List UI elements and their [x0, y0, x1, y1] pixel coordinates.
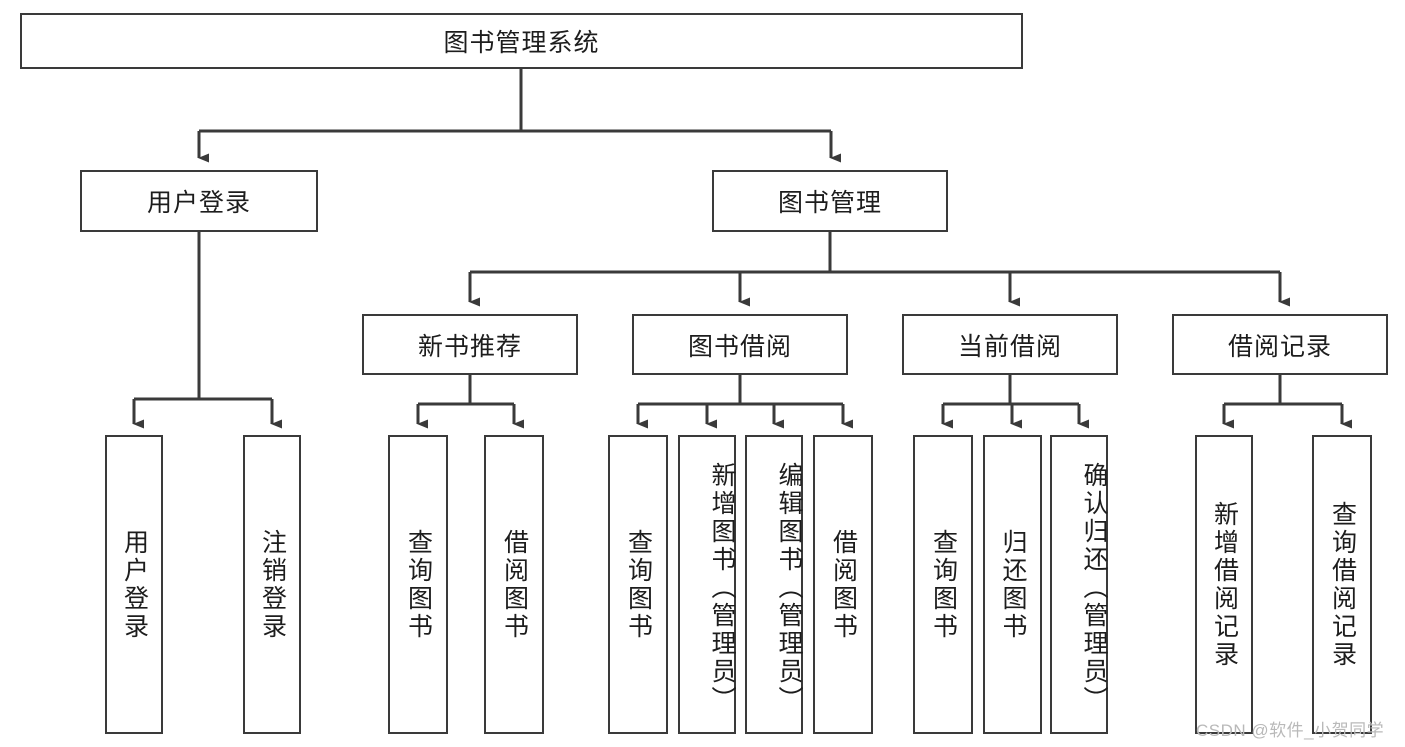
node-leaf-confirm-return-label: 确认归还（管理员）	[1080, 461, 1108, 714]
node-leaf-borrow-book-2[interactable]: 借阅图书	[813, 435, 873, 734]
node-book-manage-label: 图书管理	[777, 189, 882, 217]
node-user-login-label: 用户登录	[146, 189, 251, 217]
node-leaf-edit-book[interactable]: 编辑图书（管理员）	[745, 435, 803, 734]
node-leaf-query-book-2[interactable]: 查询图书	[608, 435, 668, 734]
node-borrow-record[interactable]: 借阅记录	[1172, 314, 1388, 375]
node-leaf-query-book-2-label: 查询图书	[624, 528, 653, 641]
node-book-manage[interactable]: 图书管理	[712, 170, 948, 232]
node-book-borrow[interactable]: 图书借阅	[632, 314, 848, 375]
node-leaf-add-record[interactable]: 新增借阅记录	[1195, 435, 1253, 734]
node-book-borrow-label: 图书借阅	[687, 332, 792, 361]
node-leaf-query-record[interactable]: 查询借阅记录	[1312, 435, 1372, 734]
node-leaf-query-book-1[interactable]: 查询图书	[388, 435, 448, 734]
node-leaf-return-book-label: 归还图书	[999, 528, 1027, 641]
node-leaf-query-record-label: 查询借阅记录	[1328, 500, 1357, 669]
node-leaf-query-book-3-label: 查询图书	[929, 528, 958, 641]
node-leaf-user-logout[interactable]: 注销登录	[243, 435, 301, 734]
node-root[interactable]: 图书管理系统	[20, 13, 1023, 69]
node-leaf-edit-book-label: 编辑图书（管理员）	[775, 461, 803, 714]
node-leaf-confirm-return[interactable]: 确认归还（管理员）	[1050, 435, 1108, 734]
node-current-borrow-label: 当前借阅	[957, 332, 1062, 361]
node-root-label: 图书管理系统	[443, 29, 600, 57]
node-leaf-borrow-book-1-label: 借阅图书	[500, 528, 529, 641]
node-leaf-return-book[interactable]: 归还图书	[983, 435, 1042, 734]
node-leaf-add-book-label: 新增图书（管理员）	[708, 461, 736, 714]
node-leaf-borrow-book-1[interactable]: 借阅图书	[484, 435, 544, 734]
node-leaf-query-book-3[interactable]: 查询图书	[913, 435, 973, 734]
node-leaf-user-login[interactable]: 用户登录	[105, 435, 163, 734]
node-current-borrow[interactable]: 当前借阅	[902, 314, 1118, 375]
node-borrow-record-label: 借阅记录	[1227, 332, 1332, 361]
node-new-book-recommend-label: 新书推荐	[417, 332, 522, 361]
node-leaf-user-logout-label: 注销登录	[258, 528, 287, 641]
watermark-text: CSDN @软件_小贺同学	[1196, 721, 1385, 740]
node-leaf-borrow-book-2-label: 借阅图书	[829, 528, 858, 641]
node-user-login[interactable]: 用户登录	[80, 170, 318, 232]
node-leaf-add-record-label: 新增借阅记录	[1210, 500, 1239, 669]
node-leaf-user-login-label: 用户登录	[120, 528, 149, 641]
node-leaf-query-book-1-label: 查询图书	[404, 528, 433, 641]
node-new-book-recommend[interactable]: 新书推荐	[362, 314, 578, 375]
node-leaf-add-book[interactable]: 新增图书（管理员）	[678, 435, 736, 734]
